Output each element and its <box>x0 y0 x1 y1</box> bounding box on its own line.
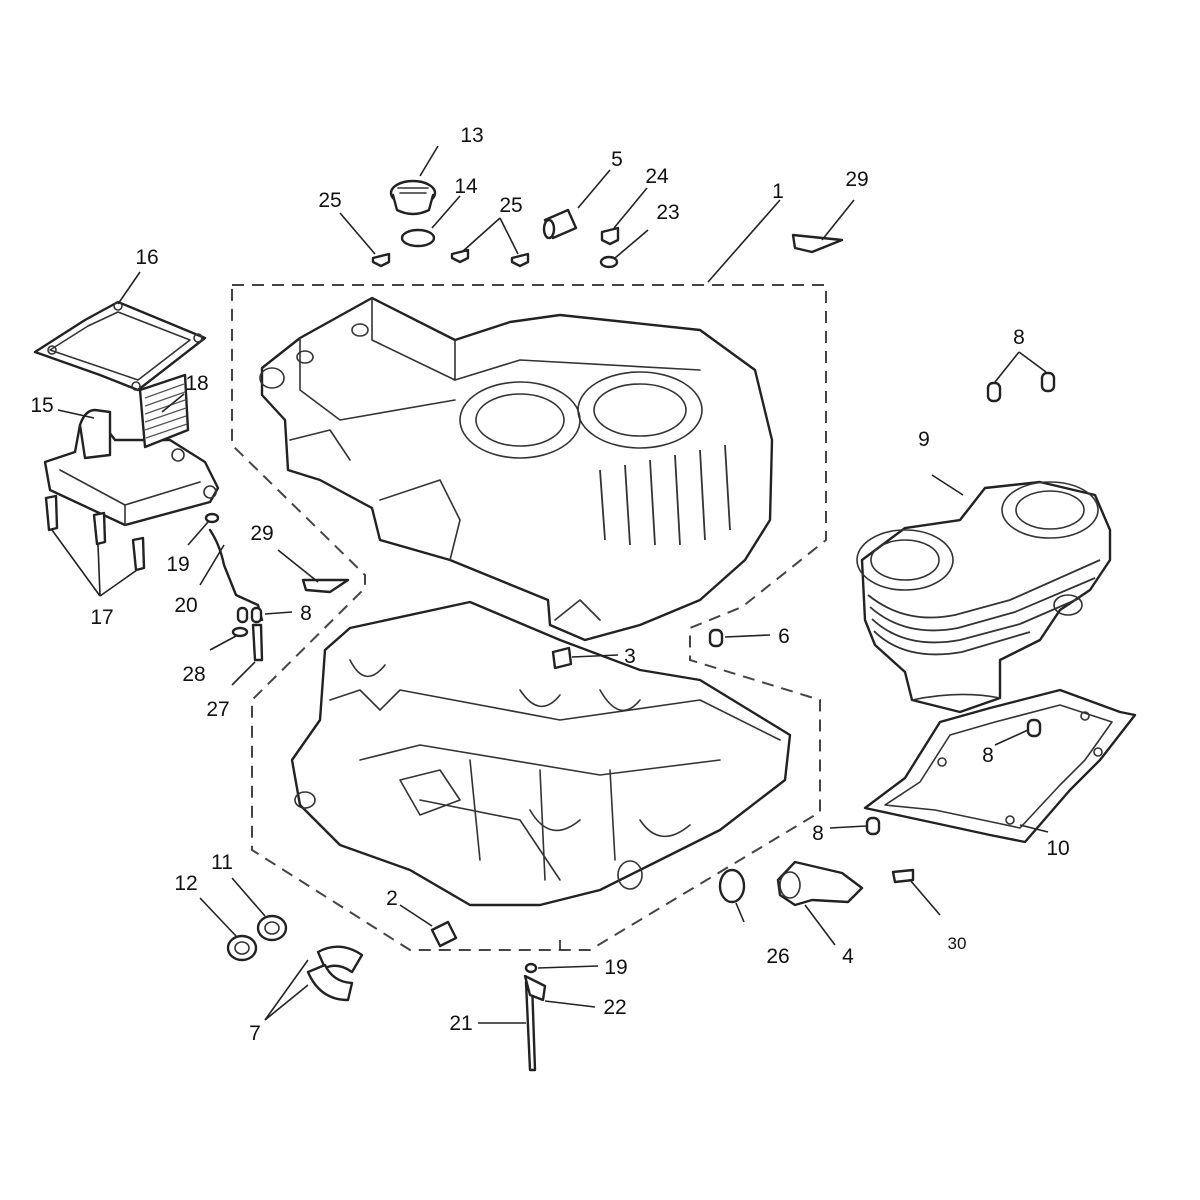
lower-crankcase <box>290 600 792 907</box>
callout-11: 11 <box>211 851 233 874</box>
callout-7: 7 <box>249 1022 261 1045</box>
callout-13: 13 <box>460 124 483 147</box>
callout-25-right: 25 <box>499 194 522 217</box>
callout-19-lower: 19 <box>604 956 627 979</box>
callout-26: 26 <box>766 945 789 968</box>
breather-housing <box>43 373 220 527</box>
callout-8-lower: 8 <box>812 822 824 845</box>
callout-29-top: 29 <box>845 168 868 191</box>
callout-23: 23 <box>656 201 679 224</box>
callout-25-left: 25 <box>318 189 341 212</box>
callout-30: 30 <box>948 934 967 953</box>
callout-9: 9 <box>918 428 930 451</box>
callout-22: 22 <box>603 996 626 1019</box>
callout-14: 14 <box>454 175 478 198</box>
callout-10: 10 <box>1046 837 1069 860</box>
callout-18: 18 <box>185 372 208 395</box>
callout-2: 2 <box>386 887 398 910</box>
small-parts <box>44 179 1056 1072</box>
callout-15: 15 <box>30 394 53 417</box>
callout-3: 3 <box>624 645 636 668</box>
callout-27: 27 <box>206 698 229 721</box>
callout-8-left: 8 <box>300 602 312 625</box>
cylinder-block <box>856 480 1112 714</box>
callout-5: 5 <box>611 148 623 171</box>
cylinder-base-gasket <box>863 688 1137 844</box>
callout-4: 4 <box>842 945 854 968</box>
breather-gasket <box>33 300 207 392</box>
leader-lines <box>51 145 1049 1024</box>
callout-12: 12 <box>174 872 197 895</box>
callout-19-upper: 19 <box>166 553 189 576</box>
callout-17: 17 <box>90 606 113 629</box>
callout-20: 20 <box>174 594 197 617</box>
crankcase-assembly-boundary <box>231 284 827 951</box>
callout-1: 1 <box>772 180 784 203</box>
callout-21: 21 <box>449 1012 472 1035</box>
callout-28: 28 <box>182 663 205 686</box>
upper-crankcase <box>259 296 774 642</box>
callout-6: 6 <box>778 625 790 648</box>
callout-8-top-right: 8 <box>1013 326 1025 349</box>
callout-labels: 1 2 3 4 5 6 7 8 8 8 8 9 10 11 12 13 14 1… <box>30 124 1069 1045</box>
callout-24: 24 <box>645 165 669 188</box>
callout-8-gasket: 8 <box>982 744 994 767</box>
callout-29-left: 29 <box>250 522 273 545</box>
callout-16: 16 <box>135 246 158 269</box>
